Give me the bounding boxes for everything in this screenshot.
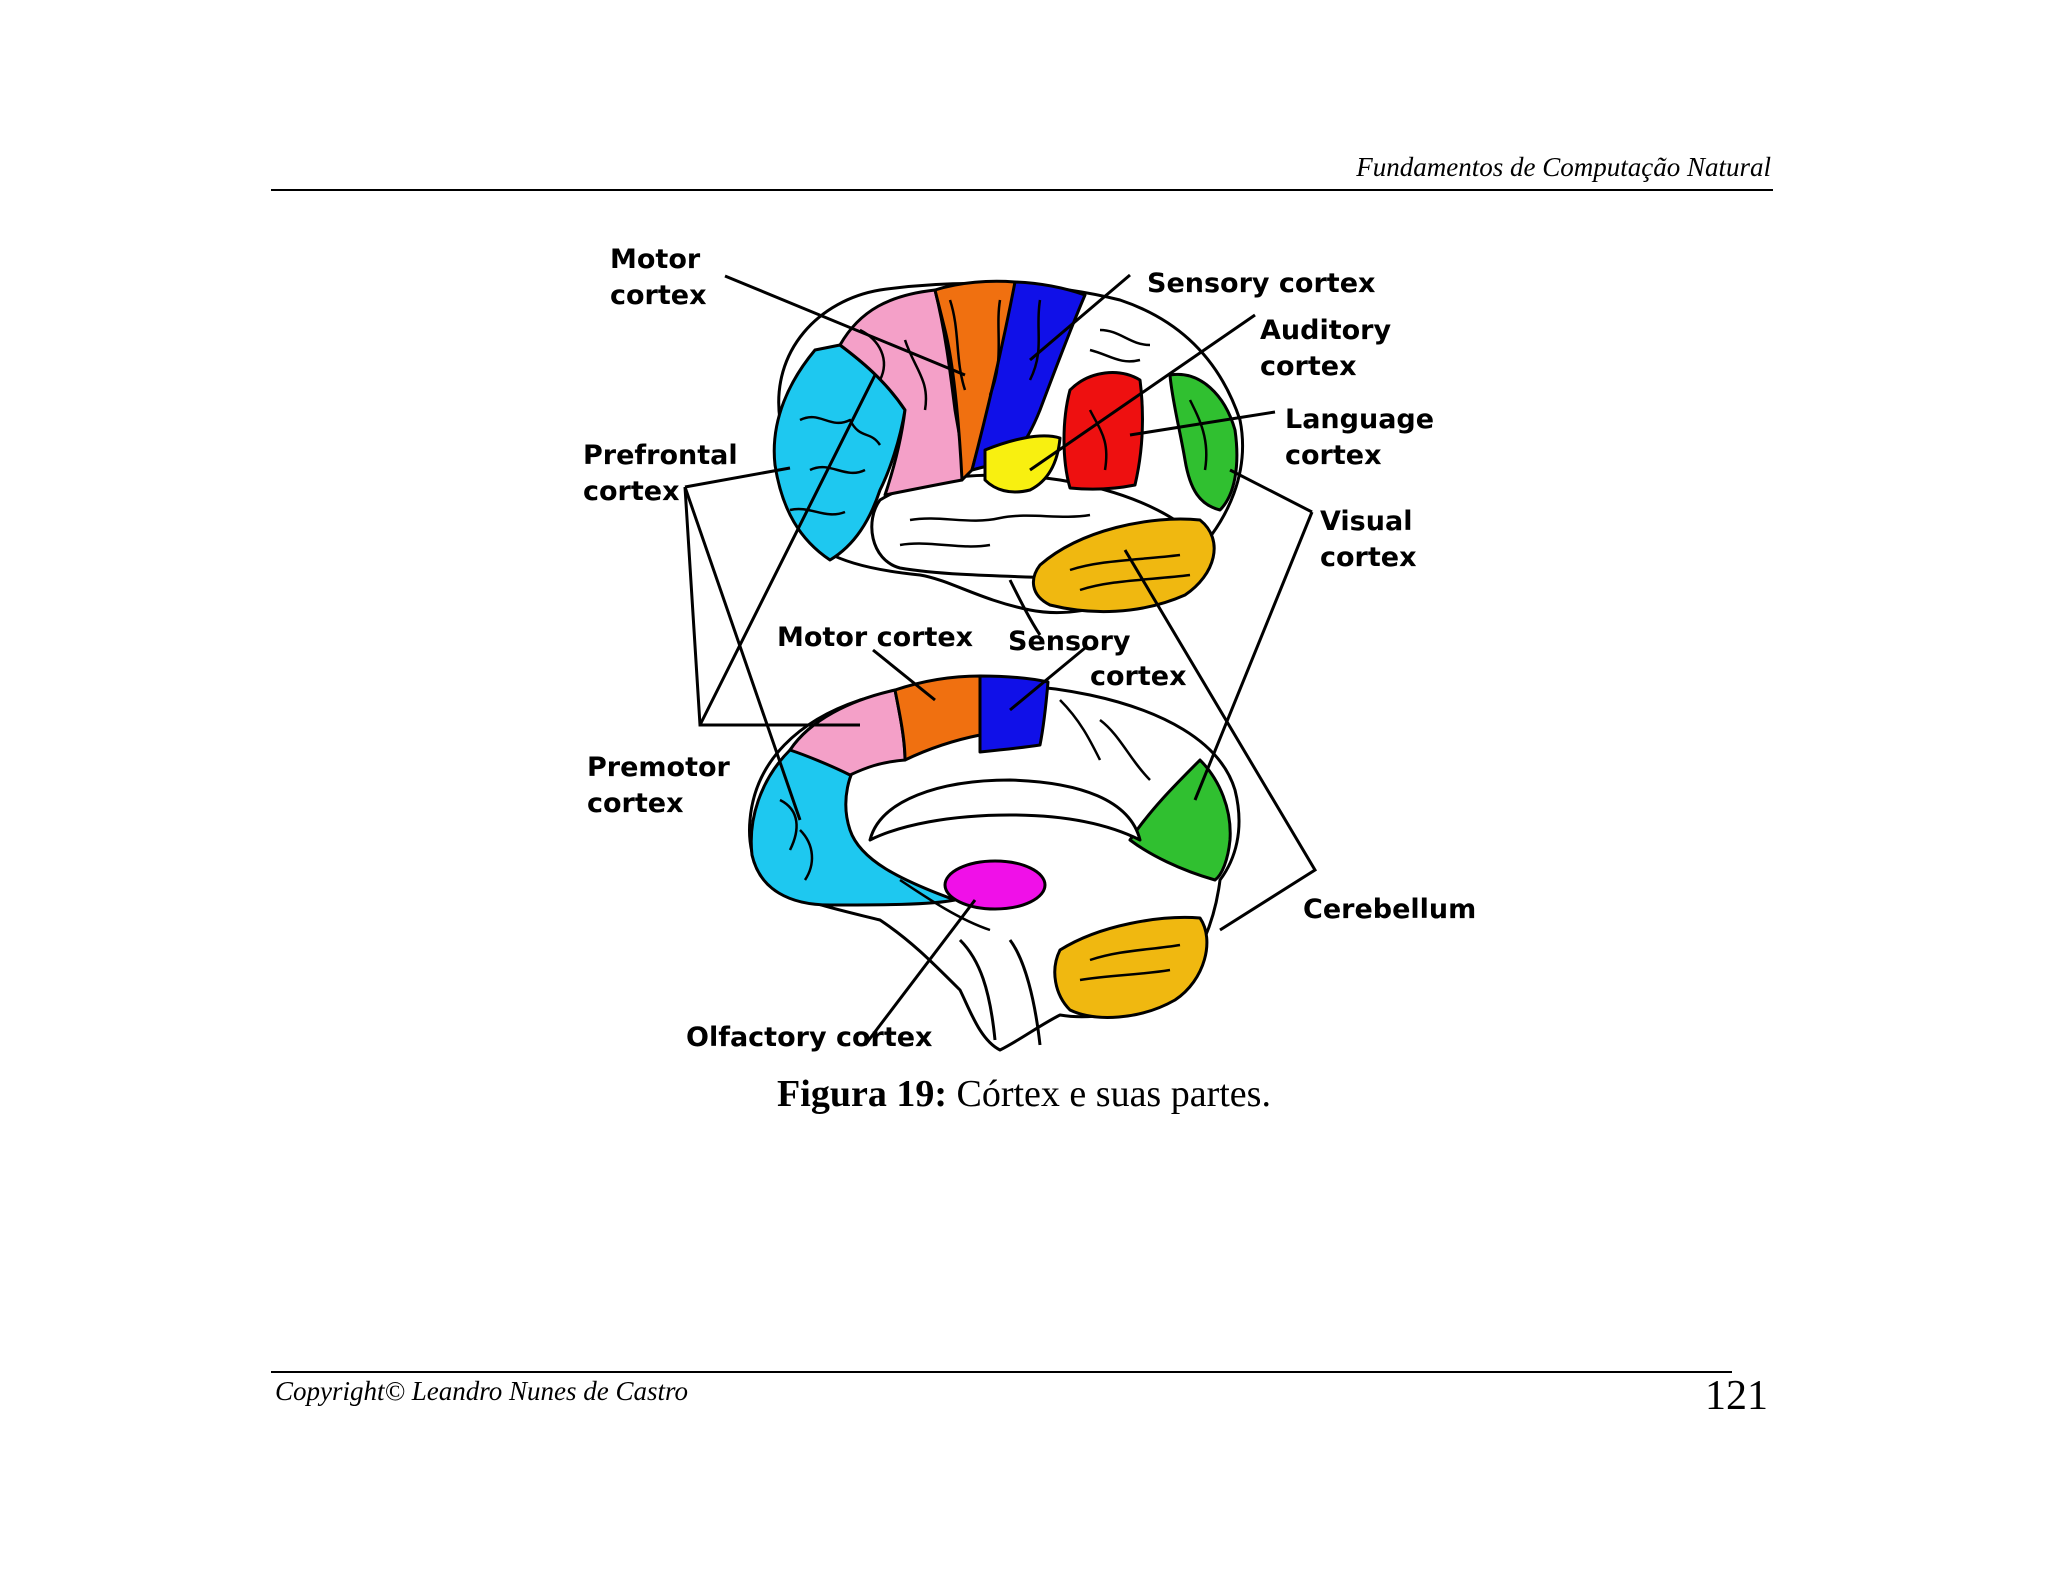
label-language-line2: cortex [1285, 440, 1382, 471]
medial-brain-stem [958, 938, 1042, 1046]
medial-visual-region [1128, 758, 1232, 882]
medial-brain-view [748, 674, 1241, 1052]
lateral-brain-stem [1008, 579, 1042, 636]
label-motor-cortex-line1: Motor [610, 244, 701, 275]
label-sensory-cortex: Sensory cortex [1147, 268, 1375, 299]
medial-corpus-callosum [868, 778, 1142, 842]
lateral-auditory-region [1062, 371, 1144, 491]
running-title: Fundamentos de Computação Natural [1356, 152, 1771, 182]
medial-cerebellum-region [1053, 916, 1209, 1019]
label-visual-line2: cortex [1320, 542, 1417, 573]
caption-label: Figura 19: [777, 1073, 947, 1115]
medial-sulci [779, 699, 1181, 982]
label-premotor-line1: Premotor [587, 752, 731, 783]
label-sensory-medial-line1: Sensory [1008, 626, 1131, 657]
label-motor-cortex-line2: cortex [610, 280, 707, 311]
label-sensory-medial-line2: cortex [1090, 661, 1187, 692]
label-motor-cortex-medial: Motor cortex [777, 622, 973, 653]
header-rule [271, 189, 1773, 191]
figure-caption: Figura 19: Córtex e suas partes. [0, 1072, 2048, 1116]
medial-sensory-region [978, 674, 1050, 754]
label-cerebellum: Cerebellum [1303, 894, 1476, 925]
label-prefrontal-line2: cortex [583, 476, 680, 507]
footer-rule [271, 1371, 1732, 1373]
medial-olfactory-region [943, 859, 1047, 911]
lateral-brain-view [772, 279, 1245, 636]
label-premotor-line2: cortex [587, 788, 684, 819]
page-number: 121 [1705, 1373, 1768, 1419]
label-auditory-line2: cortex [1260, 351, 1357, 382]
label-prefrontal-line1: Prefrontal [583, 440, 738, 471]
label-language-line1: Language [1285, 404, 1434, 435]
copyright-notice: Copyright© Leandro Nunes de Castro [275, 1376, 689, 1406]
lateral-sulci [789, 299, 1208, 592]
caption-text: Córtex e suas partes. [956, 1073, 1271, 1115]
lateral-cerebellum-region [1031, 517, 1216, 614]
label-auditory-line1: Auditory [1260, 315, 1391, 346]
label-olfactory-cortex: Olfactory cortex [686, 1022, 932, 1053]
leader-lines [683, 273, 1318, 1046]
lateral-visual-region [1168, 372, 1239, 512]
label-visual-line1: Visual [1320, 506, 1412, 537]
lateral-language-region [983, 434, 1062, 494]
